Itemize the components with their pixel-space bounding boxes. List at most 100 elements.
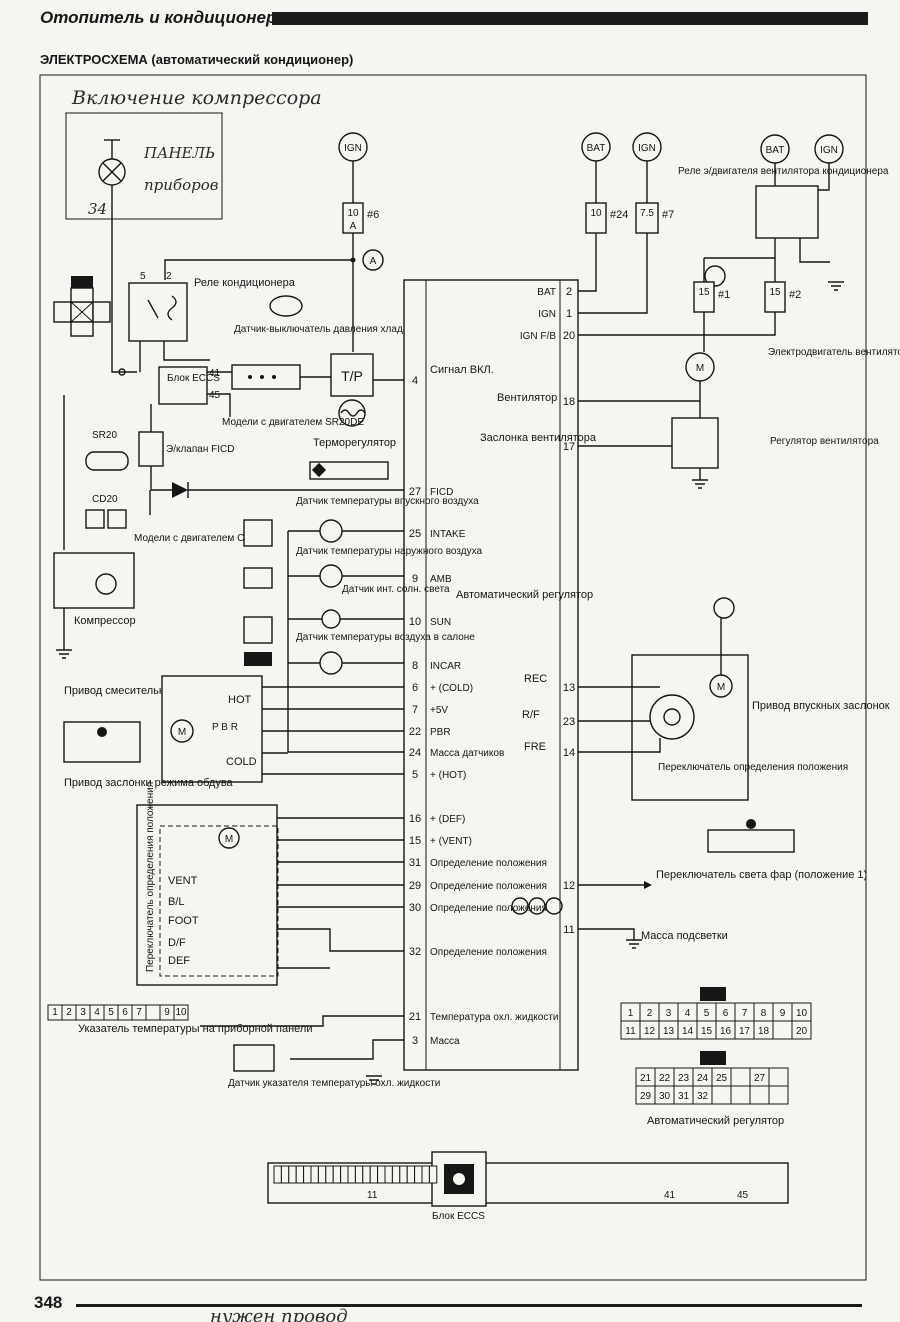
- connector-cell: [399, 1165, 408, 1184]
- ecm-pin-right: 18: [563, 396, 575, 408]
- connector-cell: [749, 1085, 770, 1105]
- pressure-switch: [231, 364, 301, 390]
- ecm-pin-left: 10: [409, 616, 421, 628]
- fuse-2-amp: 15: [769, 287, 781, 298]
- diagram-subtitle: ЭЛЕКТРОСХЕМА (автоматический кондиционер…: [40, 52, 354, 67]
- temp-gauge-label: Указатель температуры на приборной панел…: [78, 1023, 312, 1035]
- connector-cell-label: 3: [666, 1008, 672, 1019]
- mix-door-actuator: [161, 675, 263, 783]
- eccs-pin-45: 45: [209, 390, 221, 401]
- models-sr20-label: Модели с двигателем SR20DE: [222, 417, 364, 428]
- eccs-mark-41: 41: [664, 1190, 676, 1201]
- mode-foot: FOOT: [168, 915, 199, 927]
- ecm-pin-left-label: +5V: [430, 705, 448, 716]
- ecm-pin-left: 7: [412, 704, 418, 716]
- header-bar: [272, 12, 868, 25]
- ecm-pin-left: 4: [412, 375, 418, 387]
- ecm-pin-right: 20: [563, 330, 575, 342]
- cold-label: COLD: [226, 756, 257, 768]
- bat-label-2: BAT: [766, 145, 785, 156]
- switch-rf: R/F: [522, 709, 540, 721]
- connector-cell-label: 23: [678, 1073, 690, 1084]
- eccs-mark-11: 11: [367, 1190, 378, 1201]
- ecm-pin-left-label: + (COLD): [430, 683, 473, 694]
- connector-cell-label: 6: [122, 1007, 128, 1018]
- ecm-pin-right: 17: [563, 441, 575, 453]
- fuse-1-amp: 15: [698, 287, 710, 298]
- connector-cell: [362, 1165, 371, 1184]
- connector-cell: [340, 1165, 349, 1184]
- ecm-pin-left: 25: [409, 528, 421, 540]
- ecm-pin-right: 23: [563, 716, 575, 728]
- connector-cell-label: 30: [659, 1091, 671, 1102]
- ecm-pin-left-label: Определение положения: [430, 903, 547, 914]
- connector-cell-label: 18: [758, 1026, 770, 1037]
- connector-cell-label: 6: [723, 1008, 729, 1019]
- ecm-pin-left: 24: [409, 747, 421, 759]
- connector-cell-label: 25: [716, 1073, 728, 1084]
- connector-cell: [288, 1165, 297, 1184]
- intake-sensor-label: Датчик температуры впускного воздуха: [296, 496, 479, 507]
- ecm-pin-left: 9: [412, 573, 418, 585]
- connector-cell: [772, 1020, 793, 1040]
- connector-cell: [303, 1165, 312, 1184]
- ecm-pin-left-label: Масса: [430, 1036, 460, 1047]
- fuse-2-number: #2: [789, 289, 801, 301]
- connector-cell: [428, 1165, 438, 1184]
- fan-relay: [755, 185, 819, 239]
- fan-regulator: [671, 417, 719, 469]
- switch-fre: FRE: [524, 741, 546, 753]
- connector-cell-label: 2: [647, 1008, 653, 1019]
- mix-motor-icon: [170, 719, 194, 743]
- handwritten-box: [65, 112, 223, 220]
- connector-cell-label: 22: [659, 1073, 671, 1084]
- ecm-pin-left-label: + (DEF): [430, 814, 465, 825]
- sr20-label: SR20: [92, 430, 117, 441]
- auto-regulator-label: Автоматический регулятор: [647, 1115, 784, 1127]
- ambient-thermistor-icon: [319, 564, 343, 588]
- relay-pin-2: 2: [166, 271, 172, 282]
- diode-icon: [172, 482, 188, 498]
- fan-motor-label: Электродвигатель вентилятора кондиционер…: [768, 347, 900, 358]
- connector-cell-label: 1: [628, 1008, 634, 1019]
- connector-cell-label: 2: [66, 1007, 72, 1018]
- ecm-pin-right: 2: [566, 286, 572, 298]
- fuse-7-number: #7: [662, 209, 674, 221]
- handwritten-panel-2: приборов: [144, 176, 219, 194]
- connector-cell-label: 4: [685, 1008, 691, 1019]
- ecm-pin-left: 3: [412, 1035, 418, 1047]
- ecm-pin-left-label: + (VENT): [430, 836, 472, 847]
- ecm-pin-left: 29: [409, 880, 421, 892]
- ecm-pin-left-label: + (HOT): [430, 770, 466, 781]
- connector-cell-label: 9: [164, 1007, 170, 1018]
- connector-cell-label: 10: [796, 1008, 808, 1019]
- handwritten-note: Включение компрессора: [71, 87, 322, 109]
- page-number: 348: [34, 1293, 63, 1312]
- connector-cell-label: 12: [644, 1026, 656, 1037]
- mode-door-actuator: [136, 804, 278, 986]
- vertical-switch-label: Переключатель определения положения: [145, 782, 156, 972]
- ficd-label: Э/клапан FICD: [166, 444, 234, 455]
- connector-cell-label: 1: [52, 1007, 58, 1018]
- ecm-pin-right-label: IGN: [538, 309, 556, 320]
- ficd-valve: [138, 431, 164, 467]
- connector-cell: [145, 1004, 161, 1021]
- mode-vent: VENT: [168, 875, 198, 887]
- connector-cell: [273, 1165, 282, 1184]
- connector-cell-label: 4: [94, 1007, 100, 1018]
- tp-label: T/P: [341, 368, 363, 384]
- models-cd20-label: Модели с двигателем CD20: [134, 533, 263, 544]
- ecm-pin-left-label: Температура охл. жидкости: [430, 1012, 559, 1023]
- intake-door-actuator: [631, 654, 749, 801]
- ign-label-3: IGN: [820, 145, 838, 156]
- ecm-pin-right-label: BAT: [537, 287, 556, 298]
- connector-cell: [173, 1004, 189, 1021]
- incar-thermistor-icon: [319, 651, 343, 675]
- page-header-title: Отопитель и кондиционер: [40, 8, 277, 27]
- fuse-7-amp: 7.5: [640, 208, 654, 219]
- connector-cell-label: 31: [678, 1091, 690, 1102]
- ecm-pin-left: 6: [412, 682, 418, 694]
- connector-cell-label: 7: [742, 1008, 748, 1019]
